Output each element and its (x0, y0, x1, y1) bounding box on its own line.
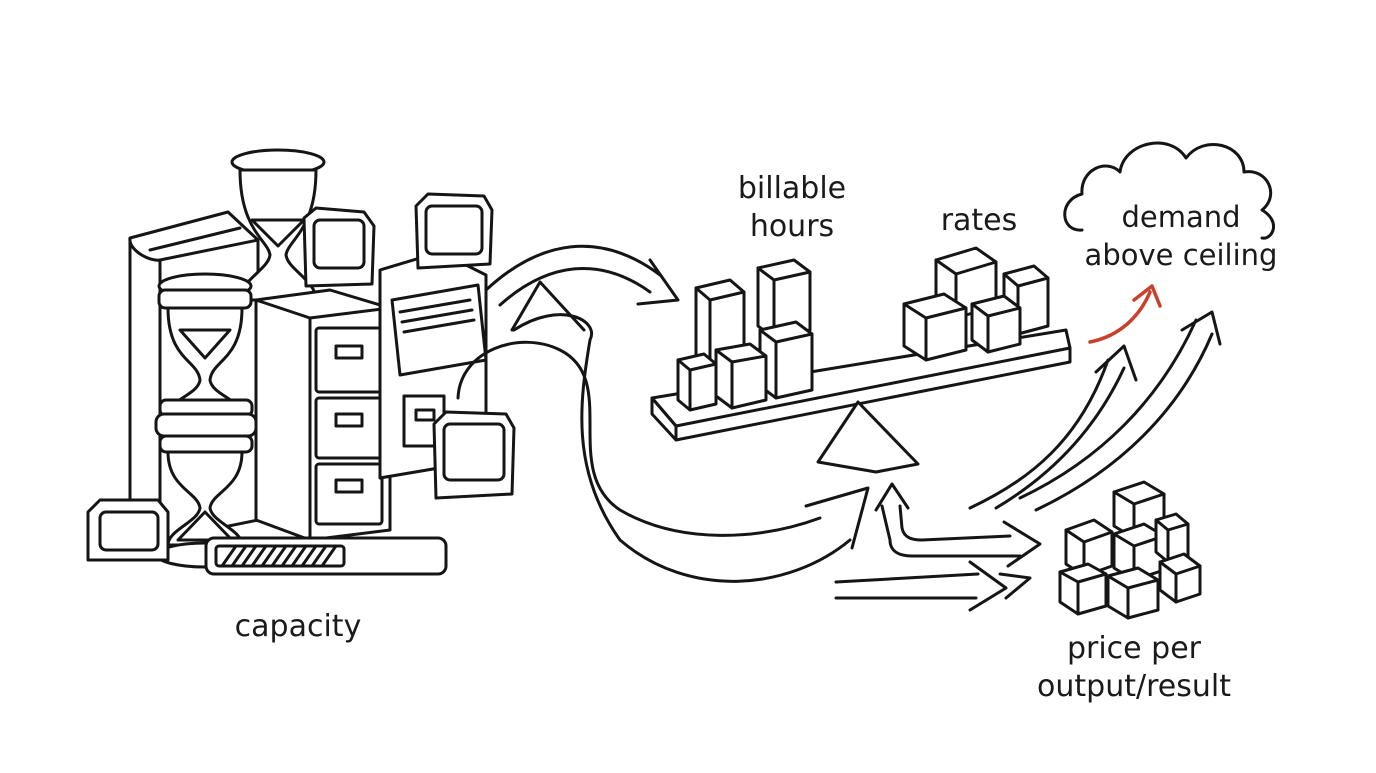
filing-cabinet-icon (254, 288, 392, 542)
cloud-icon (1063, 141, 1275, 240)
cube-icon (1106, 566, 1160, 620)
progress-bar-icon (204, 536, 448, 576)
capacity-label: capacity (234, 609, 362, 644)
price-per-output-label: price per output/result (1022, 630, 1246, 706)
billable-hours-line1: billable (737, 171, 847, 206)
cube-icon (970, 294, 1022, 354)
arrow-icon (968, 310, 1222, 512)
price-line2: output/result (1037, 669, 1231, 704)
demand-line2: above ceiling (1084, 238, 1278, 272)
cube-icon (1058, 562, 1108, 616)
cube-icon (756, 258, 812, 340)
arrow-icon (874, 482, 1042, 568)
demand-line1: demand (1121, 200, 1241, 234)
billable-hours-label: billable hours (712, 170, 872, 246)
keycap-icon (432, 410, 516, 500)
keycap-icon (302, 206, 376, 288)
billable-hours-line2: hours (749, 209, 835, 244)
hourglass-icon (154, 272, 258, 569)
cube-icon (676, 352, 718, 412)
cube-icon (758, 320, 814, 400)
cube-icon (1158, 552, 1202, 604)
arrow-icon (834, 560, 1032, 612)
arrow-icon (456, 280, 870, 583)
arrow-icon (484, 244, 680, 307)
demand-above-ceiling-label: demand above ceiling (1076, 198, 1286, 274)
price-line1: price per (1066, 631, 1202, 666)
keycap-icon (86, 498, 170, 562)
rates-label: rates (940, 203, 1018, 238)
red-arrow-icon (1088, 284, 1162, 344)
cube-icon (902, 292, 968, 362)
cube-icon (714, 342, 768, 410)
keycap-icon (414, 192, 494, 270)
